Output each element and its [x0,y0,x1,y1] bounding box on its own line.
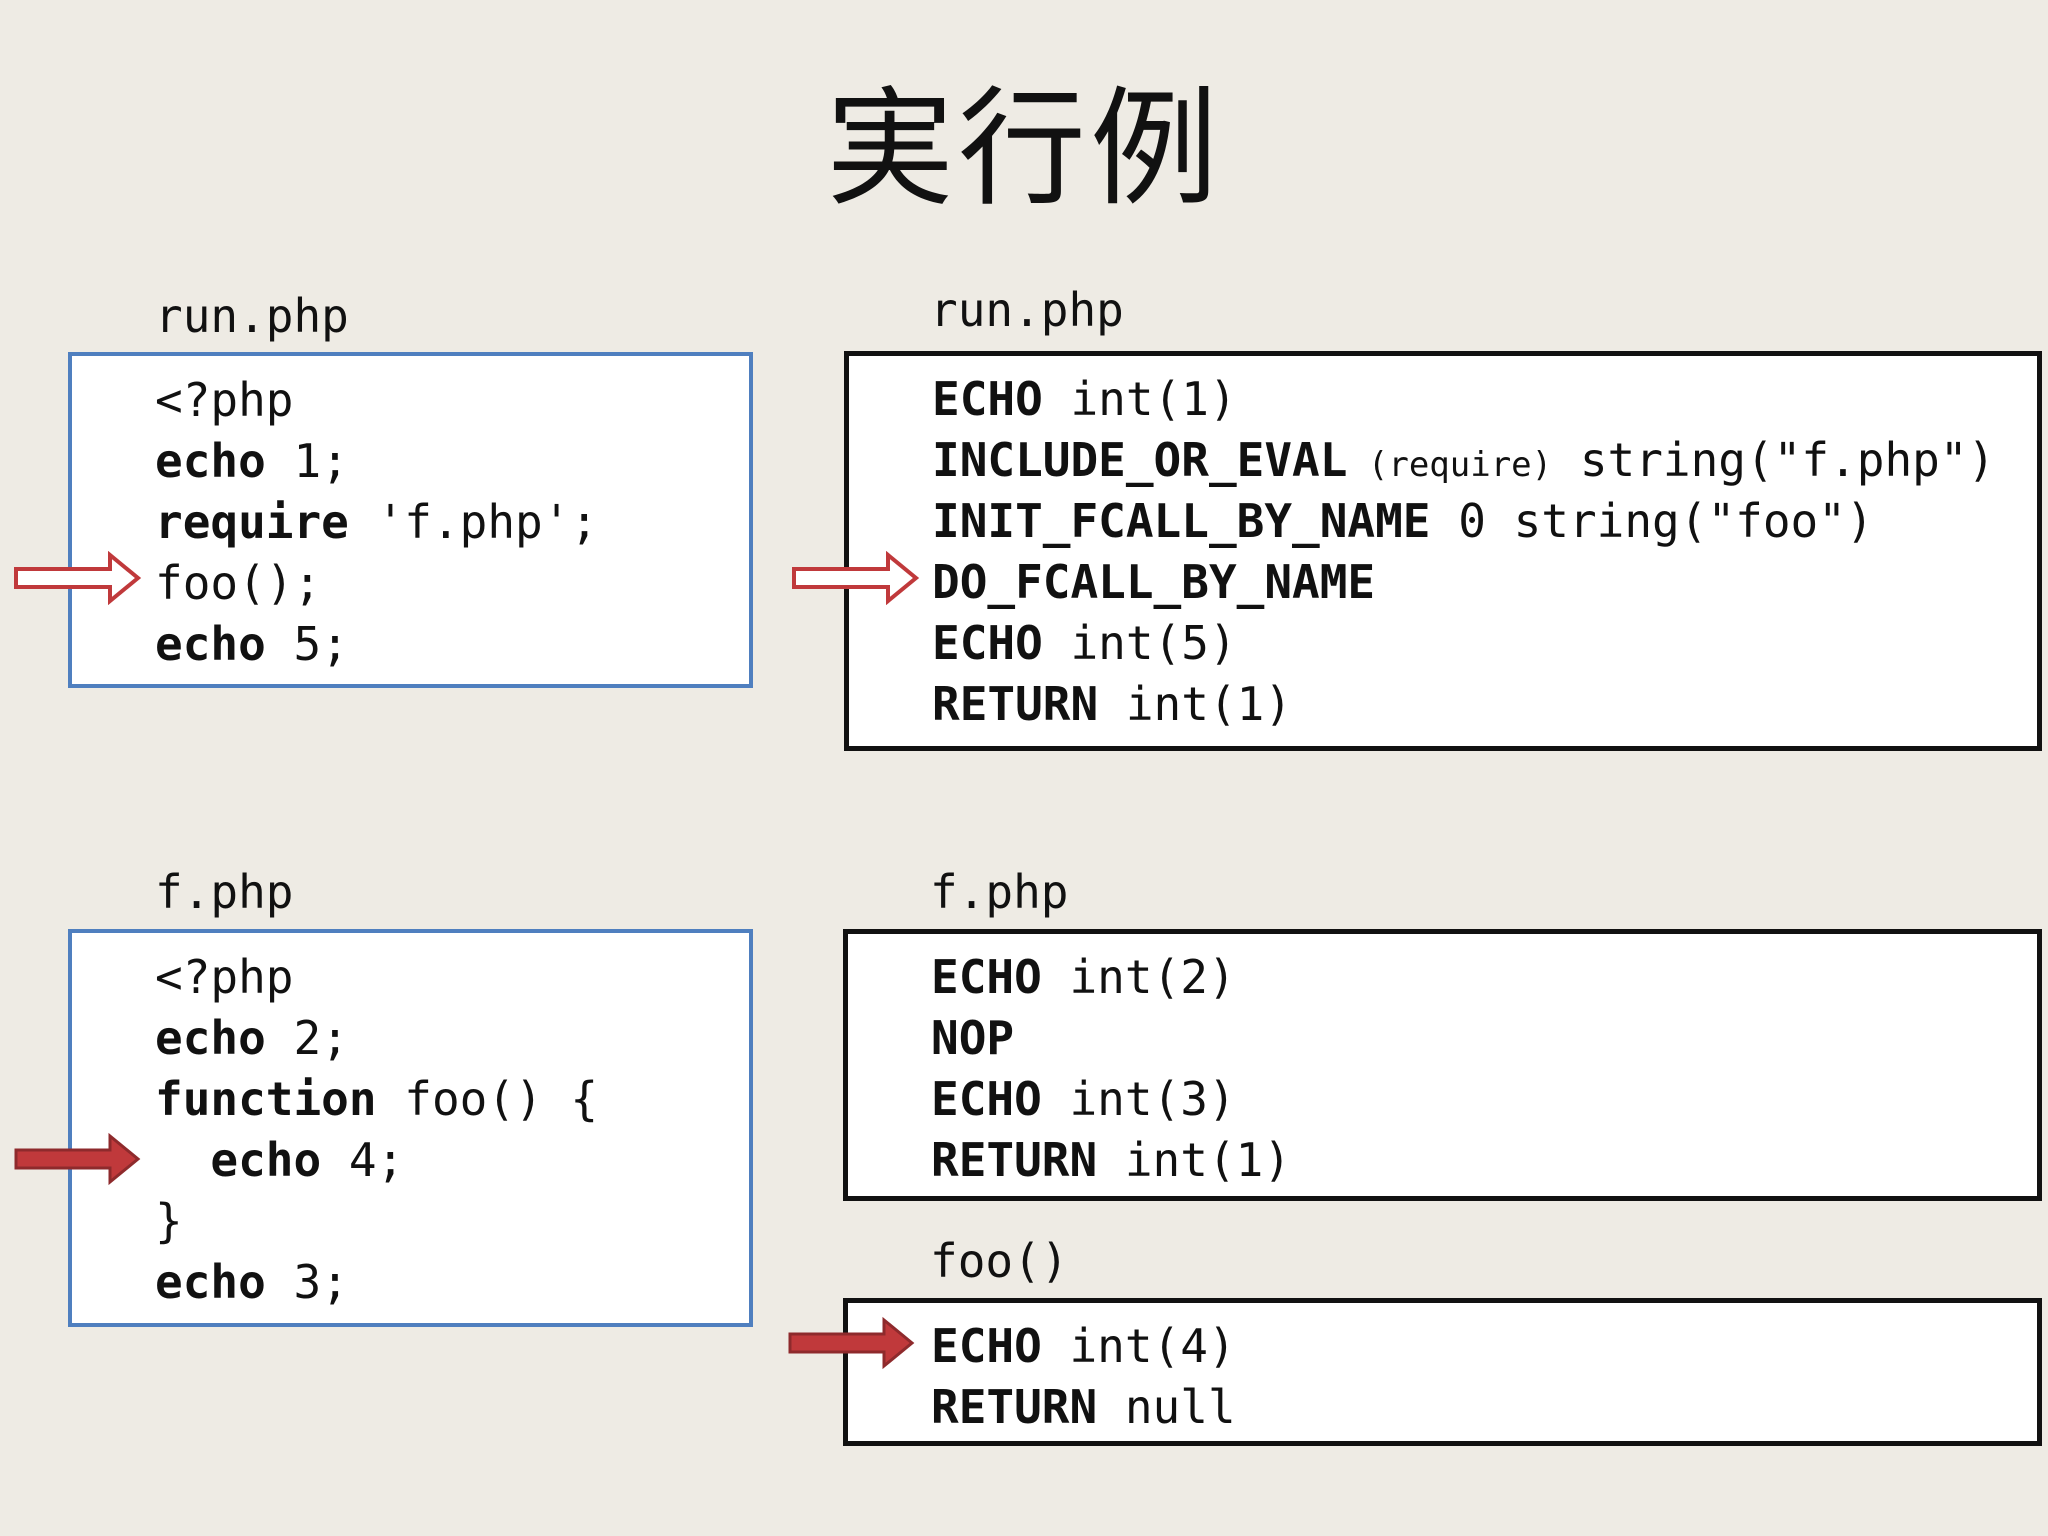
source-line: echo 2; [155,1011,349,1065]
opcode-line: ECHO int(3) [931,1072,1236,1126]
run-php-source-box: <?php echo 1; require 'f.php'; foo(); ec… [68,352,753,688]
source-line: require 'f.php'; [155,495,599,549]
source-line: function foo() { [155,1072,599,1126]
outline-right-arrow-icon [14,551,142,605]
source-line: } [155,1194,183,1248]
f-php-source-label: f.php [155,865,294,919]
opcode-line: RETURN int(1) [932,677,1293,731]
source-line-current: echo 4; [155,1133,405,1187]
run-php-opcodes-label: run.php [930,283,1124,337]
source-line: echo 5; [155,617,349,671]
filled-right-arrow-icon [14,1132,141,1186]
opcode-line: ECHO int(5) [932,616,1237,670]
f-php-opcodes-label: f.php [930,865,1069,919]
opcode-line: RETURN int(1) [931,1133,1292,1187]
source-line-current: foo(); [155,556,322,610]
opcode-line-current: ECHO int(4) [931,1319,1236,1373]
opcode-line-current: DO_FCALL_BY_NAME [932,555,1376,609]
run-php-source-label: run.php [155,289,349,343]
f-php-opcodes-box: ECHO int(2) NOP ECHO int(3) RETURN int(1… [843,929,2042,1201]
opcode-line: INCLUDE_OR_EVAL (require) string("f.php"… [932,433,1996,487]
f-php-source-box: <?php echo 2; function foo() { echo 4; }… [68,929,753,1327]
filled-right-arrow-icon [788,1316,915,1370]
slide-title: 実行例 [825,75,1222,224]
source-line: <?php [155,950,294,1004]
source-line: <?php [155,373,294,427]
opcode-line: ECHO int(1) [932,372,1237,426]
foo-opcodes-label: foo() [930,1234,1069,1288]
source-line: echo 3; [155,1255,349,1309]
opcode-line: RETURN null [931,1380,1236,1434]
foo-opcodes-box: ECHO int(4) RETURN null [843,1298,2042,1446]
source-line: echo 1; [155,434,349,488]
opcode-line: INIT_FCALL_BY_NAME 0 string("foo") [932,494,1874,548]
opcode-line: NOP [931,1011,1015,1065]
opcode-line: ECHO int(2) [931,950,1236,1004]
run-php-opcodes-box: ECHO int(1) INCLUDE_OR_EVAL (require) st… [844,351,2042,751]
outline-right-arrow-icon [792,551,920,605]
